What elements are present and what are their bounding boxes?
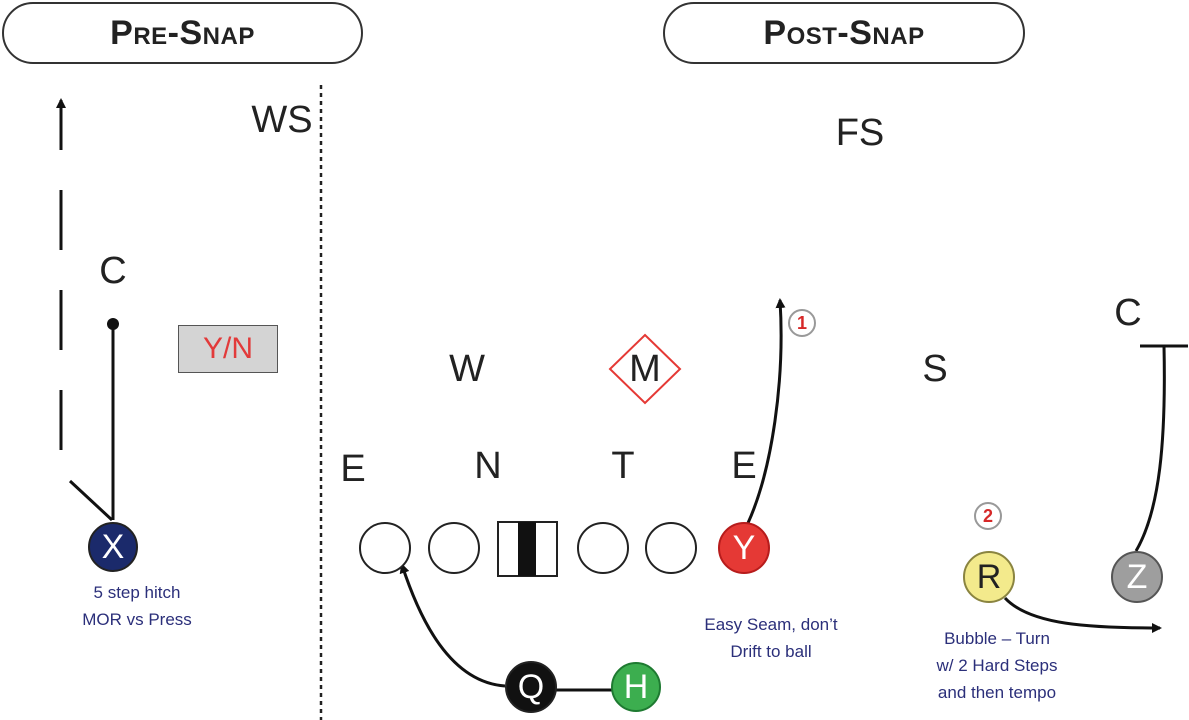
post-snap-header: Post-Snap	[663, 2, 1025, 64]
r-bubble-route	[1003, 596, 1162, 633]
ol-right-guard	[577, 522, 629, 574]
player-h: H	[611, 662, 661, 712]
note-y-line2: Drift to ball	[730, 642, 812, 661]
q-motion-route	[399, 563, 506, 688]
player-q: Q	[505, 661, 557, 713]
note-x-line2: MOR vs Press	[82, 610, 192, 629]
label-e-left: E	[340, 448, 366, 490]
player-z: Z	[1111, 551, 1163, 603]
label-e-right: E	[731, 445, 757, 487]
label-s: S	[922, 348, 948, 390]
player-y: Y	[718, 522, 770, 574]
label-c-right: C	[1114, 292, 1142, 334]
yn-box: Y/N	[178, 325, 278, 373]
z-route	[1134, 345, 1166, 552]
note-r-line2: w/ 2 Hard Steps	[936, 656, 1058, 675]
route-tag-2: 2	[974, 502, 1002, 530]
note-r-line3: and then tempo	[937, 683, 1057, 702]
note-r: Bubble – Turn w/ 2 Hard Steps and then t…	[937, 625, 1058, 706]
ol-right-tackle	[645, 522, 697, 574]
x-hitch-endpoint	[107, 318, 119, 330]
label-t: T	[611, 445, 635, 487]
m-diamond	[608, 333, 682, 405]
label-c-left: C	[99, 250, 127, 292]
ol-center-mark	[518, 522, 536, 576]
note-r-line1: Bubble – Turn	[944, 629, 1050, 648]
x-release-line	[68, 479, 114, 522]
note-y-line1: Easy Seam, don’t	[704, 615, 838, 634]
note-x-line1: 5 step hitch	[93, 583, 181, 602]
player-x: X	[88, 522, 138, 572]
ol-left-tackle	[359, 522, 411, 574]
ol-left-guard	[428, 522, 480, 574]
player-r: R	[963, 551, 1015, 603]
label-n: N	[474, 445, 502, 487]
label-m: M	[629, 348, 661, 390]
note-x: 5 step hitch MOR vs Press	[82, 579, 192, 633]
label-fs: FS	[835, 112, 885, 154]
label-w: W	[449, 348, 485, 390]
note-y: Easy Seam, don’t Drift to ball	[704, 611, 837, 665]
y-seam-route	[746, 298, 786, 524]
label-ws: WS	[251, 99, 313, 141]
route-tag-1: 1	[788, 309, 816, 337]
pre-snap-header: Pre-Snap	[2, 2, 363, 64]
